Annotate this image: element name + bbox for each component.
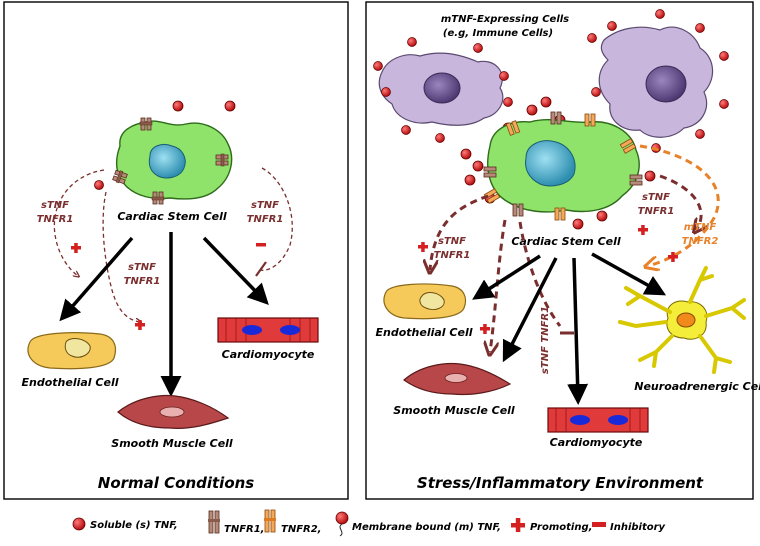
right-cardiomyocyte-label: Cardiomyocyte <box>550 436 643 449</box>
left-smooth-muscle-label: Smooth Muscle Cell <box>111 437 233 450</box>
smooth-muscle-nucleus <box>444 373 468 383</box>
tnfr1-receptor-icon <box>112 169 128 185</box>
right-stnf-label-2: sTNF <box>642 192 670 203</box>
immune-title-1: mTNF-Expressing Cells <box>441 14 569 25</box>
cardiomyocyte-nucleus <box>280 325 300 335</box>
promoting-icon <box>511 518 525 532</box>
left-endothelial-label: Endothelial Cell <box>22 376 119 389</box>
right-orange-arrow-neuro <box>639 144 720 266</box>
inhibit-bar <box>255 261 267 277</box>
tnfr1-receptor-icon <box>629 174 643 186</box>
right-smooth-muscle-label: Smooth Muscle Cell <box>393 404 515 417</box>
right-panel: mTNF-Expressing Cells (e.g, Immune Cells… <box>373 9 760 492</box>
legend-promoting: Promoting, <box>530 522 592 533</box>
stem-cell-nucleus <box>525 140 576 187</box>
right-vertical-label: sTNF TNFR1 <box>540 306 551 374</box>
cardiomyocyte-nucleus <box>242 325 262 335</box>
soluble-tnf-icon <box>72 517 86 531</box>
promoting-icon <box>418 242 428 252</box>
tnfr1-receptor-icon <box>139 117 153 131</box>
left-stnf-label-2: sTNF <box>128 262 156 273</box>
neuro-label: Neuroadrenergic Cell <box>634 380 760 393</box>
soluble-tnf-icon <box>224 100 236 112</box>
left-tnfr1-label-1: TNFR1 <box>37 214 74 225</box>
left-arrow-cardiomyocyte <box>202 236 269 306</box>
promoting-icon <box>668 252 678 262</box>
promoting-icon <box>480 324 490 334</box>
inhibitory-icon <box>256 243 266 247</box>
left-cardiomyocyte <box>217 317 319 343</box>
tnfr2-receptor-icon <box>505 120 521 136</box>
tnfr2-receptor-icon <box>554 207 566 221</box>
promoting-icon <box>135 320 145 330</box>
tnfr1-receptor-icon <box>550 111 562 125</box>
left-arrow-endothelial <box>59 236 134 322</box>
neuroadrenergic-cell <box>618 266 746 374</box>
right-mtnf-label: mTNF <box>684 222 717 233</box>
right-stnf-label-1: sTNF <box>438 236 466 247</box>
tnfr1-receptor-icon <box>215 153 229 167</box>
right-tnfr1-label-2: TNFR1 <box>638 206 675 217</box>
right-tnfr1-label-1: TNFR1 <box>434 250 471 261</box>
promoting-icon <box>71 243 81 253</box>
right-dashed-arrow-endothelial <box>430 194 489 270</box>
immune-cell-nucleus <box>645 65 687 103</box>
immune-cell-nucleus <box>423 72 461 104</box>
left-dashed-arrow-smooth <box>102 191 140 322</box>
soluble-tnf-icon <box>172 100 184 112</box>
stem-cell-nucleus <box>148 143 186 179</box>
left-dashed-arrow-endothelial <box>53 169 105 276</box>
tnfr2-receptor-icon <box>584 113 596 127</box>
legend-tnfr2: TNFR2, <box>281 524 321 535</box>
left-stem-cell-label: Cardiac Stem Cell <box>117 210 227 223</box>
immune-title-2: (e.g, Immune Cells) <box>443 28 553 39</box>
right-arrow-endothelial <box>472 254 541 300</box>
right-tnfr2-label: TNFR2 <box>682 236 719 247</box>
promoting-icon <box>638 225 648 235</box>
left-tnfr1-label-3: TNFR1 <box>247 214 284 225</box>
legend-inhibitory: Inhibitory <box>610 522 666 533</box>
right-stem-cell-label: Cardiac Stem Cell <box>511 235 621 248</box>
tnfr1-receptor-icon <box>151 191 165 205</box>
right-panel-title: Stress/Inflammatory Environment <box>417 474 704 492</box>
tnfr1-receptor-icon <box>512 203 524 217</box>
left-tnfr1-label-2: TNFR1 <box>124 276 161 287</box>
tnfr2-receptor-icon <box>264 509 276 533</box>
legend-tnfr1: TNFR1, <box>224 524 264 535</box>
right-dashed-inhibit <box>518 221 562 327</box>
legend: Soluble (s) TNF, TNFR1, TNFR2, Membrane … <box>72 509 666 537</box>
tnfr1-receptor-icon <box>208 510 220 534</box>
membrane-tnf-icon <box>335 511 349 537</box>
endothelial-nucleus <box>64 338 91 358</box>
endothelial-nucleus <box>419 292 445 311</box>
right-arrow-cardiomyocyte <box>567 257 589 405</box>
right-endothelial-label: Endothelial Cell <box>376 326 473 339</box>
soluble-tnf-icon <box>94 180 104 190</box>
left-stnf-label-1: sTNF <box>41 200 69 211</box>
left-stnf-label-3: sTNF <box>251 200 279 211</box>
right-arrow-neuro <box>591 252 667 296</box>
left-cardiomyocyte-label: Cardiomyocyte <box>222 348 315 361</box>
inhibitory-icon <box>592 522 606 527</box>
right-arrow-smooth <box>502 257 558 363</box>
tnfr1-receptor-icon <box>483 166 497 178</box>
legend-membrane: Membrane bound (m) TNF, <box>352 522 501 533</box>
tnfr2-receptor-icon <box>619 138 637 154</box>
cardiomyocyte-nucleus <box>570 415 590 425</box>
smooth-muscle-nucleus <box>159 406 185 418</box>
legend-soluble: Soluble (s) TNF, <box>90 520 178 531</box>
left-panel: Cardiac Stem Cell sTNF TNFR1 sTNF TNFR1 … <box>22 100 319 492</box>
left-dashed-inhibit <box>259 167 293 271</box>
left-panel-title: Normal Conditions <box>98 474 255 492</box>
cardiomyocyte-nucleus <box>608 415 628 425</box>
right-cardiomyocyte <box>547 407 649 433</box>
membrane-tnf-icon <box>373 9 729 153</box>
